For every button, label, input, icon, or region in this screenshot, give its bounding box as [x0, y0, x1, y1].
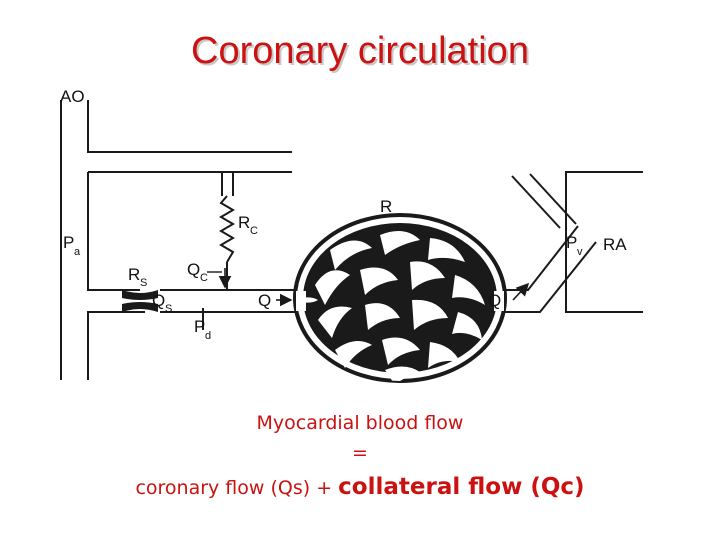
caption-line-2: = — [352, 442, 368, 464]
right-atrium-wall — [565, 171, 643, 313]
caption-coronary-flow: coronary flow (Qs) + — [135, 477, 339, 499]
label-rs: R — [128, 265, 140, 284]
slide-title: Coronary circulation — [191, 30, 529, 72]
label-ra: RA — [603, 235, 627, 254]
stenosis — [122, 290, 158, 300]
label-qs-sub: S — [165, 303, 172, 315]
collateral-resistor — [219, 195, 235, 263]
label-pa: P — [63, 233, 74, 252]
label-rc: R — [238, 213, 250, 232]
label-pd: P — [194, 317, 205, 336]
vein-outer-wall — [511, 175, 561, 229]
vascular-bed — [293, 213, 507, 383]
q-arrow-right — [512, 282, 530, 301]
caption-line-3: coronary flow (Qs) + collateral flow (Qc… — [0, 474, 720, 500]
caption-collateral-flow: collateral flow (Qc) — [338, 474, 585, 500]
label-qs: Q — [152, 291, 165, 310]
label-qc-sub: C — [200, 272, 208, 284]
label-r: R — [380, 197, 392, 216]
label-q-left: Q — [258, 291, 271, 310]
vein-bottom-wall — [503, 241, 597, 313]
aorta-right-wall — [87, 100, 292, 153]
label-pa-sub: a — [74, 246, 81, 258]
vein-inner-wall — [529, 173, 577, 225]
branch-inner-wall — [87, 172, 140, 291]
stenosis-lower — [122, 302, 158, 312]
label-pv: P — [566, 233, 577, 252]
label-rs-sub: S — [140, 277, 147, 289]
branch-upper-wall — [87, 311, 145, 380]
label-qc: Q — [187, 260, 200, 279]
label-pd-sub: d — [205, 330, 211, 342]
label-q-right: Q — [488, 291, 501, 310]
caption-line-1: Myocardial blood flow — [256, 412, 464, 434]
label-rc-sub: C — [250, 225, 258, 237]
label-ao: AO — [60, 87, 85, 106]
label-pv-sub: v — [577, 246, 583, 258]
